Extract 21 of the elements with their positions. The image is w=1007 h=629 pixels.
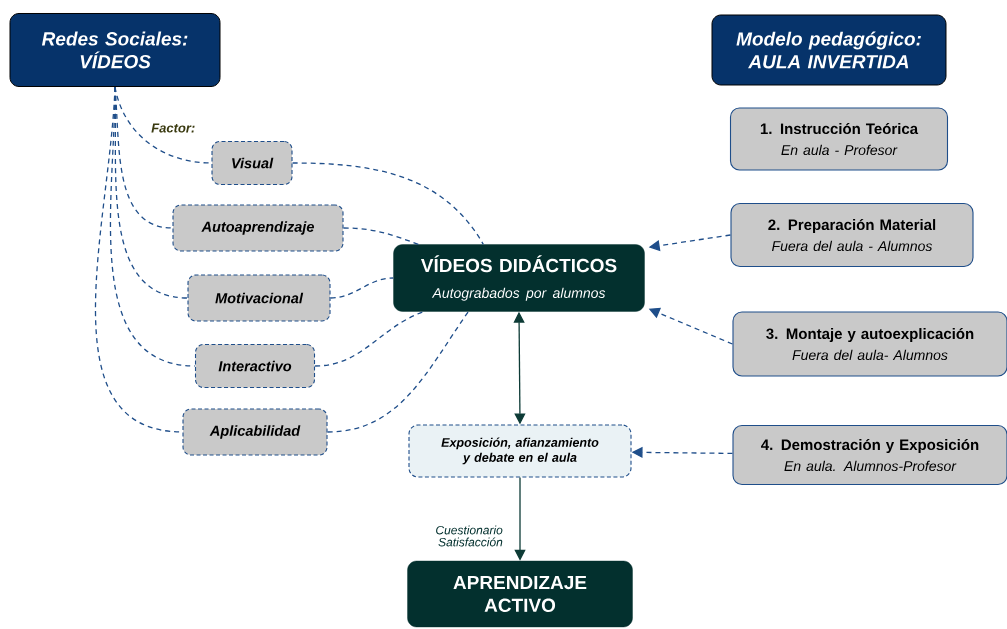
step-box: 2. Preparación Material Fuera del aula - Alumnos [730,202,974,268]
connector-line [326,311,469,433]
factor-box: Interactivo [194,343,316,389]
factor-box: Autoaprendizaje [172,204,344,252]
process-box: Exposición, afianzamiento y debate en el aula [408,424,632,478]
connector-line [314,311,424,367]
step-box: 3. Montaje y autoexplicación Fuera del aula- Alumnos [732,311,1007,377]
factor-box: Visual [211,140,293,186]
connector-line [291,162,484,245]
title-box: VÍDEOS DIDÁCTICOS Autograbados por alumnos [393,244,645,312]
factor-label: Factor: [151,123,195,133]
edge-label: Cuestionario Satisfacción [436,525,503,547]
heading-box: Redes Sociales: VÍDEOS [9,13,221,87]
connector-line [329,277,394,299]
heading-box: Modelo pedagógico: AULA INVERTIDA [711,14,947,86]
step-box: 4. Demostración y Exposición En aula. Alumnos-Profesor [732,424,1007,486]
title-box: APRENDIZAJE ACTIVO [407,560,633,628]
factor-box: Aplicabilidad [182,408,328,456]
step-box: 1. Instrucción Teórica En aula - Profesor [729,107,949,171]
connector-line [342,227,419,245]
factor-box: Motivacional [187,274,331,322]
